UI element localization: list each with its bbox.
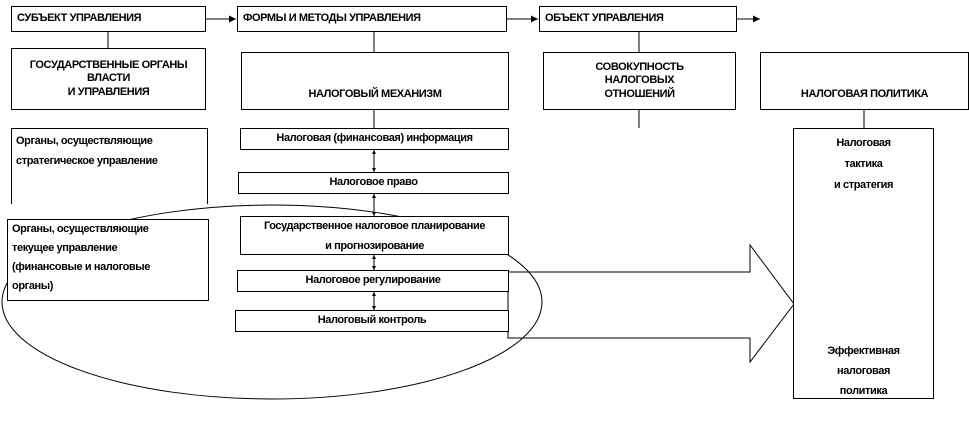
mechanism-item-planning: Государственное налоговое планирование и… <box>240 216 509 255</box>
header-object-label: ОБЪЕКТ УПРАВЛЕНИЯ <box>545 12 664 25</box>
header-subject: СУБЪЕКТ УПРАВЛЕНИЯ <box>11 6 206 32</box>
policy-label: НАЛОГОВАЯ ПОЛИТИКА <box>800 87 929 100</box>
policy-tactics-block: Налоговая тактика и стратегия <box>794 133 933 196</box>
policy-effective-line-1: Эффективная <box>827 345 900 357</box>
mechanism-item-regulation-label: Налоговое регулирование <box>305 274 441 287</box>
header-forms-label: ФОРМЫ И МЕТОДЫ УПРАВЛЕНИЯ <box>243 12 421 25</box>
strategic-bodies-line-2: стратегическое управление <box>16 155 158 167</box>
mechanism-box: НАЛОГОВЫЙ МЕХАНИЗМ <box>241 52 509 110</box>
strategic-bodies-line-1: Органы, осуществляющие <box>16 135 153 147</box>
current-bodies-line-4: органы) <box>12 280 54 292</box>
strategic-bodies-box: Органы, осуществляющие стратегическое уп… <box>11 128 208 204</box>
relations-line-3: ОТНОШЕНИЙ <box>604 87 675 100</box>
policy-tactics-line-1: Налоговая <box>836 137 891 149</box>
policy-box: НАЛОГОВАЯ ПОЛИТИКА <box>760 52 969 110</box>
header-forms: ФОРМЫ И МЕТОДЫ УПРАВЛЕНИЯ <box>237 6 507 32</box>
relations-line-2: НАЛОГОВЫХ <box>604 74 675 87</box>
policy-detail-box: Налоговая тактика и стратегия Эффективна… <box>793 128 934 399</box>
mechanism-item-control: Налоговый контроль <box>235 310 509 332</box>
mechanism-item-regulation: Налоговое регулирование <box>237 270 509 292</box>
grouping-ellipse <box>1 204 543 400</box>
mechanism-item-planning-line-1: Государственное налоговое планирование <box>263 219 486 232</box>
policy-tactics-line-3: и стратегия <box>833 179 894 191</box>
current-bodies-line-2: текущее управление <box>12 242 118 254</box>
policy-effective-line-3: политика <box>839 385 888 397</box>
mechanism-item-law: Налоговое право <box>238 172 509 194</box>
policy-tactics-line-2: тактика <box>844 158 883 170</box>
state-bodies-line-2: ВЛАСТИ <box>87 72 130 85</box>
mechanism-item-law-label: Налоговое право <box>329 176 418 189</box>
state-bodies-line-3: И УПРАВЛЕНИЯ <box>67 85 150 98</box>
current-bodies-line-3: (финансовые и налоговые <box>12 261 150 273</box>
mechanism-item-planning-line-2: и прогнозирование <box>325 239 424 252</box>
mechanism-item-control-label: Налоговый контроль <box>317 314 427 327</box>
current-bodies-box: Органы, осуществляющие текущее управлени… <box>7 219 209 301</box>
block-arrow <box>507 243 795 364</box>
header-object: ОБЪЕКТ УПРАВЛЕНИЯ <box>539 6 737 32</box>
mechanism-label: НАЛОГОВЫЙ МЕХАНИЗМ <box>308 87 442 100</box>
header-subject-label: СУБЪЕКТ УПРАВЛЕНИЯ <box>17 12 142 25</box>
policy-effective-line-2: налоговая <box>836 365 891 377</box>
state-bodies-line-1: ГОСУДАРСТВЕННЫЕ ОРГАНЫ <box>29 59 188 72</box>
mechanism-item-info-label: Налоговая (финансовая) информация <box>276 132 473 145</box>
relations-box: СОВОКУПНОСТЬ НАЛОГОВЫХ ОТНОШЕНИЙ <box>543 52 736 110</box>
current-bodies-line-1: Органы, осуществляющие <box>12 223 149 235</box>
policy-effective-block: Эффективная налоговая политика <box>794 341 933 398</box>
state-bodies-box: ГОСУДАРСТВЕННЫЕ ОРГАНЫ ВЛАСТИ И УПРАВЛЕН… <box>11 48 206 110</box>
mechanism-item-info: Налоговая (финансовая) информация <box>240 128 509 150</box>
relations-line-1: СОВОКУПНОСТЬ <box>595 61 684 74</box>
